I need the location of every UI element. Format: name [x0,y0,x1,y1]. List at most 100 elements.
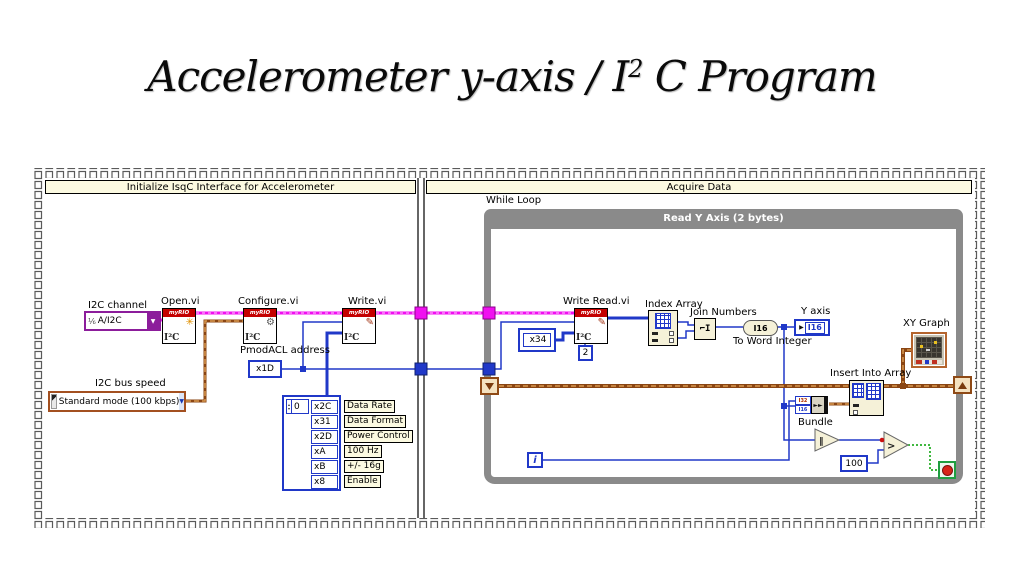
iteration-wire[interactable] [543,400,795,461]
array-element[interactable]: x8 [311,475,338,489]
configure-vi-label: Configure.vi [238,296,299,307]
integer-wires[interactable] [282,316,884,464]
array-element[interactable]: xA [311,445,338,459]
to-word-integer-node[interactable]: I16 [743,320,778,336]
write-vi-node[interactable]: myRIO I²C ✎ [342,308,376,344]
config-array-wire[interactable] [325,331,342,395]
open-vi-body: I²C ✳ [163,317,195,343]
pmod-address-constant[interactable]: x1D [248,360,282,378]
sequence-border-right[interactable] [975,178,985,518]
free-label: Power Control [344,430,413,443]
address-tunnel-loop[interactable] [482,362,496,376]
i2c-channel-label: I2C channel [88,300,148,311]
array-element[interactable]: x2C [311,400,338,414]
spinner-up-icon[interactable]: ▴ [288,401,291,407]
shift-register-left[interactable] [480,377,499,395]
xy-graph-terminal[interactable] [911,332,947,368]
bus-speed-label: I2C bus speed [95,378,166,389]
index-array-node[interactable] [648,310,678,346]
address-wire[interactable] [282,321,574,370]
byte1-wire[interactable] [678,330,694,339]
title-main: Accelerometer y-axis / I [147,52,629,101]
session-tunnel-loop[interactable] [482,306,496,320]
wire-junction [900,383,906,389]
graph-axis-strip [916,360,942,364]
to-word-integer-label: To Word Integer [733,336,812,347]
sequence-border-bottom[interactable] [33,518,985,528]
abs-glyph: ‖ [819,437,824,447]
wire-junction [300,366,306,372]
myrio-banner: myRIO [343,309,375,317]
i2c-channel-value: A/I2C [97,316,122,326]
join-numbers-node[interactable]: ⌐I [694,318,716,340]
write-bytes-value[interactable]: x34 [523,333,551,347]
array-element[interactable]: xB [311,460,338,474]
channel-type-icon: ⅙ [88,316,96,326]
configure-vi-body: I²C ⚙ [244,317,276,343]
write-read-vi-node[interactable]: myRIO I²C ✎ [574,308,608,344]
myrio-banner: myRIO [163,309,195,317]
index-spinner[interactable]: ▴▾ [287,400,293,413]
array-grid-icon [866,383,881,400]
free-label: Data Rate [344,400,395,413]
bytes-wire[interactable] [556,331,574,342]
sequence-structure-border[interactable] [33,168,985,528]
greater-than-node[interactable]: > [879,431,910,459]
y-value-wire[interactable] [783,327,815,441]
sequence-border-top[interactable] [33,168,985,178]
absolute-value-node[interactable]: ‖ [814,428,841,452]
array-element[interactable]: x2D [311,430,338,444]
bus-speed-value: Standard mode (100 kbps) [58,396,180,407]
free-label: +/- 16g [344,460,384,473]
open-vi-node[interactable]: myRIO I²C ✳ [162,308,196,344]
i2c-text: I²C [344,333,360,343]
limit-wire[interactable] [868,449,884,464]
bundle-type-top: I32 [795,396,811,405]
graph-pixel [920,345,923,348]
bundle-node[interactable]: I32 I16 ►► [795,396,828,414]
myrio-banner: myRIO [244,309,276,317]
iteration-terminal[interactable]: i [527,452,543,468]
free-label: Data Format [344,415,407,428]
open-star-icon: ✳ [185,317,194,328]
stop-sign-icon [941,464,953,476]
frame1-caption: Initialize IsqC Interface for Accelerome… [45,180,416,194]
configure-vi-node[interactable]: myRIO I²C ⚙ [243,308,277,344]
y-axis-indicator[interactable]: ▶ I16 [794,319,830,336]
array-element[interactable]: x31 [311,415,338,429]
loop-condition-terminal[interactable] [938,461,956,479]
dropdown-arrow-icon[interactable]: ▼ [147,313,159,329]
session-tunnel-sequence[interactable] [414,306,428,320]
while-loop-title[interactable]: Read Y Axis (2 bytes) [484,209,963,229]
free-label: Enable [344,475,381,488]
page-title: Accelerometer y-axis / I2 C Program [0,52,1024,101]
byte0-wire[interactable] [678,321,694,326]
index-row-icon [853,409,880,415]
shift-register-down-arrow-icon [485,383,494,390]
i2c-channel-control[interactable]: ⅙ A/I2C ▼ [84,311,161,331]
write-bytes-array-constant[interactable]: x34 [518,328,556,352]
bus-speed-control[interactable]: Standard mode (100 kbps) ▼ [48,391,186,412]
cluster-wires[interactable] [186,319,954,406]
spinner-down-icon[interactable]: ▾ [288,405,291,411]
array-index-box[interactable]: ▴▾ 0 [286,399,309,414]
limit-constant[interactable]: 100 [840,455,868,472]
stop-condition-wire[interactable] [908,444,938,471]
index-array-label: Index Array [645,299,703,310]
address-branch-wire[interactable] [302,321,342,369]
shift-register-right[interactable] [953,376,972,394]
read-count-constant[interactable]: 2 [578,345,593,361]
address-tunnel-sequence[interactable] [414,362,428,376]
wire-junction [781,324,787,330]
i2c-text: I²C [164,333,180,343]
array-index-value: 0 [294,401,300,412]
array-grid-icon [655,313,671,329]
graph-pixel [934,341,937,344]
index-row-icon [652,337,674,343]
insert-into-array-node[interactable] [849,380,884,416]
sequence-border-left[interactable] [33,178,43,518]
dropdown-arrow-icon[interactable]: ▼ [179,393,184,410]
while-loop-label: While Loop [486,195,542,206]
